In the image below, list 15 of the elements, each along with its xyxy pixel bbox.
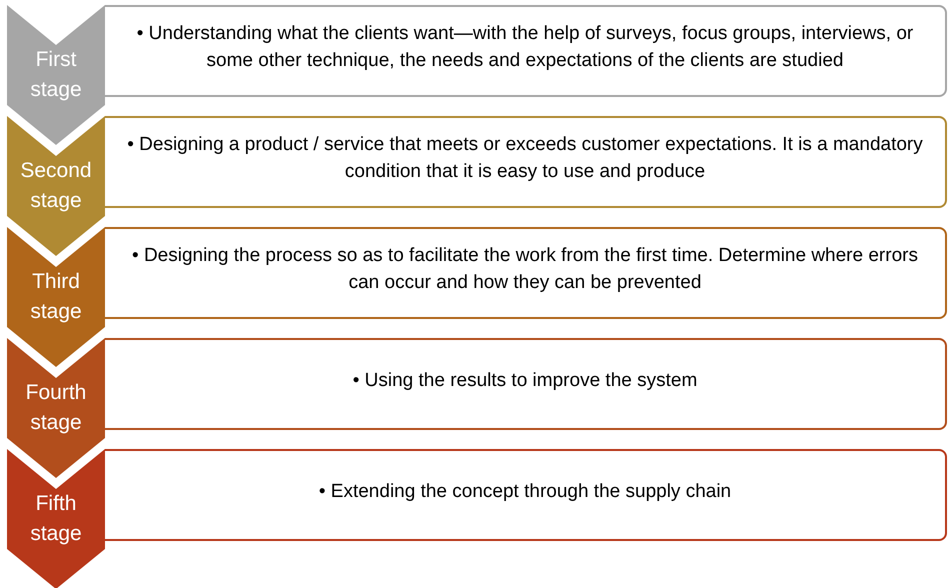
description-text: • Using the results to improve the system: [352, 368, 698, 392]
stage-label: Fourth stage: [24, 380, 88, 436]
stage-label: Third stage: [29, 269, 83, 325]
description-card: [105, 338, 947, 430]
stage-label: Fifth stage: [29, 491, 83, 547]
description-text: • Designing the process so as to facilitate the work from the first time. Determine where errors can occur and how they can be prevented: [131, 244, 919, 295]
description-card: [105, 449, 947, 541]
description-card: [105, 5, 947, 97]
description-text: • Understanding what the clients want—with the help of surveys, focus groups, interviews, or some other technique, the needs and expectations of the clients are studied: [136, 22, 914, 73]
description-text: • Extending the concept through the supply chain: [318, 480, 732, 504]
stage-label: First stage: [29, 47, 83, 103]
description-text: • Designing a product / service that meets or exceeds customer expectations. It is a mandatory condition that it is easy to use and produce: [126, 133, 924, 184]
description-card: [105, 116, 947, 208]
stage-label: Second stage: [19, 158, 93, 214]
description-card: [105, 227, 947, 319]
